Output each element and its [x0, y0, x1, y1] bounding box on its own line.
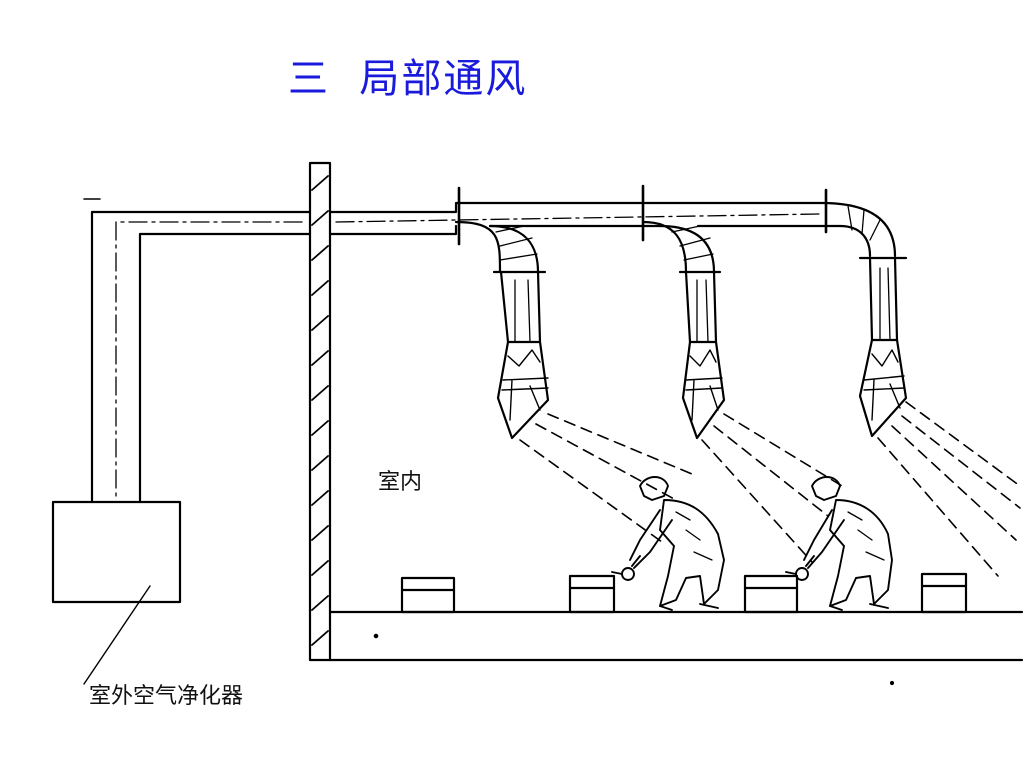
- wall: [308, 161, 332, 662]
- purifier-label: 室外空气净化器: [89, 684, 244, 709]
- exhaust-hood-1: [454, 220, 550, 440]
- bench-1: [400, 576, 456, 614]
- exhaust-hood-3: [820, 201, 908, 438]
- bench-2: [568, 574, 616, 614]
- worker-1: [611, 476, 725, 611]
- purifier-leader-line: [83, 585, 151, 685]
- exhaust-hood-2: [641, 220, 726, 440]
- worker-2: [785, 476, 893, 611]
- indoor-label: 室内: [378, 470, 423, 495]
- bench-4: [920, 572, 968, 614]
- bench-3: [743, 574, 799, 614]
- floor: [328, 610, 1024, 686]
- main-duct: [328, 184, 842, 246]
- outdoor-duct: [83, 198, 312, 504]
- suction-flow-lines: [519, 401, 1021, 577]
- outdoor-air-purifier: [51, 500, 182, 604]
- workbenches: [400, 572, 968, 614]
- slide-title: 三 局部通风: [288, 56, 528, 102]
